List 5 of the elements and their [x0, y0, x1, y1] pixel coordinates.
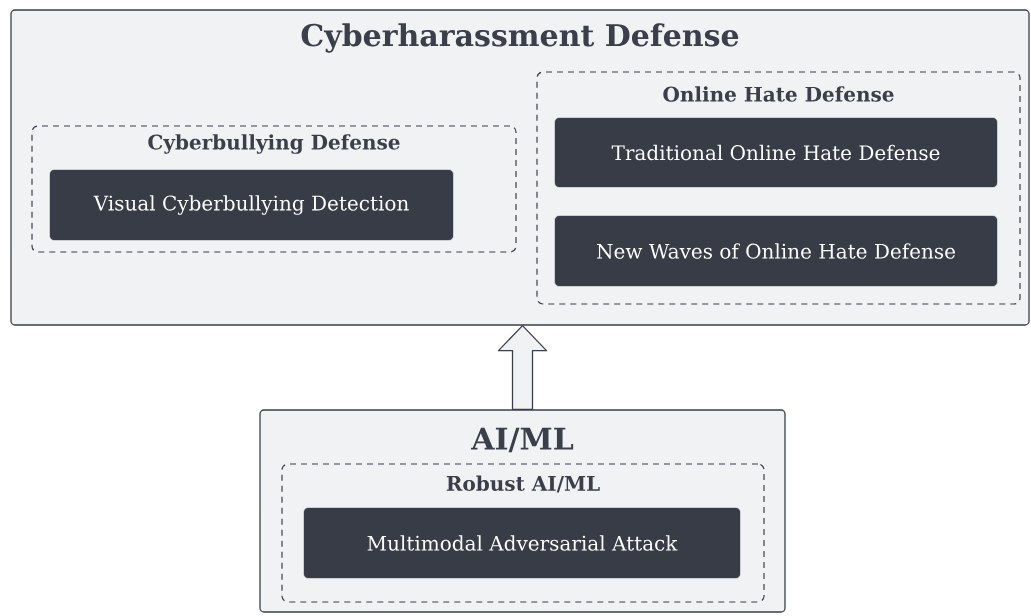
- process-box: Traditional Online Hate Defense: [554, 117, 998, 188]
- process-box: New Waves of Online Hate Defense: [554, 215, 998, 287]
- process-box: Multimodal Adversarial Attack: [303, 507, 741, 579]
- process-box: Visual Cyberbullying Detection: [49, 169, 454, 241]
- block-arrow: [497, 325, 548, 410]
